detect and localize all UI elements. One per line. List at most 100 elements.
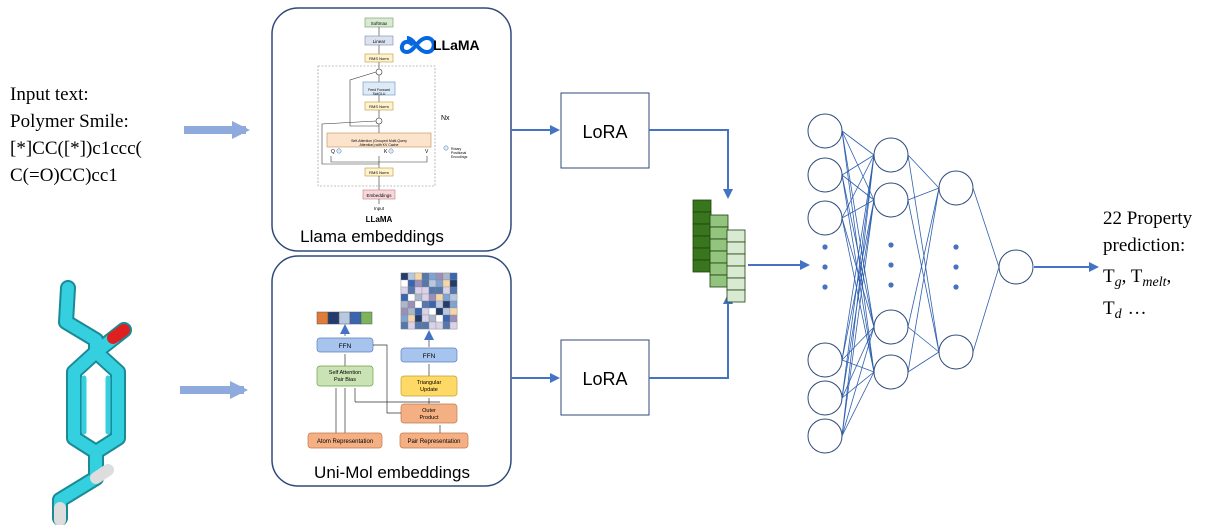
pair-matrix-cells bbox=[400, 272, 458, 330]
network-node bbox=[873, 137, 909, 173]
network-edge bbox=[841, 130, 875, 328]
pair-matrix-cell bbox=[449, 300, 458, 309]
input-text-line-1: Input text: bbox=[10, 84, 89, 105]
network-edge bbox=[841, 154, 875, 361]
output-line-4: Td… bbox=[1103, 298, 1147, 322]
input-text-block: Input text: Polymer Smile: [*]CC([*])c1c… bbox=[10, 84, 142, 186]
pair-matrix-cell bbox=[421, 272, 430, 281]
network-edge bbox=[841, 199, 875, 437]
pair-matrix-cell bbox=[442, 279, 451, 288]
embedding-vector-cell bbox=[726, 277, 746, 291]
pair-matrix-cell bbox=[400, 293, 409, 302]
network-node bbox=[807, 157, 843, 193]
tmelt-base: T bbox=[1131, 266, 1143, 287]
network-node bbox=[873, 354, 909, 390]
ellipsis-dot bbox=[822, 264, 828, 270]
pair-matrix-cell bbox=[407, 272, 416, 281]
llama-rope-k-icon bbox=[388, 148, 394, 154]
pair-matrix-cell bbox=[428, 314, 437, 323]
llama-rms-norm-mid-label: RMS Norm bbox=[369, 104, 389, 109]
pair-matrix-cell bbox=[449, 279, 458, 288]
network-node bbox=[873, 182, 909, 218]
network-edge bbox=[907, 326, 940, 353]
network-edge bbox=[841, 154, 875, 219]
network-edge bbox=[907, 187, 940, 373]
pair-matrix-cell bbox=[435, 307, 444, 316]
ellipsis-dot bbox=[822, 244, 828, 250]
pair-matrix-cell bbox=[442, 293, 451, 302]
pair-matrix-cell bbox=[400, 286, 409, 295]
network-edge bbox=[841, 371, 875, 437]
pair-matrix-cell bbox=[407, 286, 416, 295]
llama-linear-label: Linear bbox=[373, 39, 386, 44]
network-node bbox=[807, 113, 843, 149]
pair-matrix-cell bbox=[407, 321, 416, 330]
network-node bbox=[807, 200, 843, 236]
lora-bottom-to-concat-arrow bbox=[649, 294, 733, 379]
ellipsis-dot bbox=[888, 262, 894, 268]
meta-infinity-icon bbox=[399, 35, 436, 55]
ellipsis-dot bbox=[953, 244, 959, 250]
pair-matrix-cell bbox=[435, 272, 444, 281]
embedding-vector-cell bbox=[726, 241, 746, 255]
network-edge bbox=[841, 217, 875, 328]
pair-matrix-cell bbox=[449, 272, 458, 281]
concatenated-embedding-stack bbox=[692, 199, 746, 303]
pair-matrix-cell bbox=[407, 300, 416, 309]
pair-matrix-cell bbox=[435, 286, 444, 295]
llama-rope-q-icon bbox=[336, 148, 342, 154]
network-edge bbox=[841, 199, 875, 361]
llama-repeat-block bbox=[317, 65, 436, 187]
pair-matrix-cell bbox=[428, 321, 437, 330]
network-edge bbox=[841, 154, 875, 176]
embedding-vector-cell bbox=[692, 235, 712, 249]
llama-box: LLaMA Softmax Linear RMS Norm Nx Feed Fo… bbox=[271, 7, 512, 252]
unimol-ffn-left-label: FFN bbox=[339, 343, 352, 350]
pair-matrix-cell bbox=[428, 293, 437, 302]
ellipsis-dot bbox=[953, 264, 959, 270]
output-line-3: Tg, Tmelt, bbox=[1103, 266, 1171, 290]
pair-matrix-cell bbox=[421, 307, 430, 316]
network-edge bbox=[907, 154, 940, 353]
output-line-1: 22 Property bbox=[1103, 208, 1193, 229]
network-edge bbox=[841, 326, 875, 437]
network-edge bbox=[841, 130, 875, 156]
pair-matrix-cell bbox=[400, 314, 409, 323]
pair-matrix-cell bbox=[421, 293, 430, 302]
pair-matrix-cell bbox=[442, 314, 451, 323]
network-nodes bbox=[807, 113, 1034, 454]
pair-matrix-cell bbox=[442, 286, 451, 295]
network-edge bbox=[841, 359, 875, 373]
tmelt-sub: melt bbox=[1142, 275, 1167, 290]
ellipsis-dot bbox=[953, 284, 959, 290]
embedding-vector-cell bbox=[692, 259, 712, 273]
llama-nx-label: Nx bbox=[441, 115, 450, 122]
embedding-vector-cell bbox=[692, 247, 712, 261]
llama-caption: Llama embeddings bbox=[300, 227, 444, 246]
pair-matrix-cell bbox=[435, 293, 444, 302]
pair-matrix-cell bbox=[400, 307, 409, 316]
unimol-ffn-right-label: FFN bbox=[423, 353, 436, 360]
pair-matrix-cell bbox=[400, 300, 409, 309]
network-edge bbox=[907, 351, 940, 373]
pair-matrix-cell bbox=[407, 314, 416, 323]
td-base: T bbox=[1103, 298, 1115, 319]
ellipsis-dot bbox=[822, 284, 828, 290]
network-edge bbox=[841, 371, 875, 399]
ellipsis-dot bbox=[888, 282, 894, 288]
network-edge bbox=[907, 154, 940, 189]
output-text-block: 22 Property prediction: Tg, Tmelt, Td… bbox=[1103, 208, 1193, 322]
lora-bottom-box bbox=[560, 339, 650, 416]
lora-top-to-concat-arrow bbox=[649, 129, 733, 199]
embedding-vector-cell bbox=[726, 229, 746, 243]
llama-rms-norm-bottom-label: RMS Norm bbox=[369, 170, 389, 175]
pair-matrix-cell bbox=[442, 272, 451, 281]
unimol-atom-repr-label: Atom Representation bbox=[317, 439, 373, 445]
pair-matrix-cell bbox=[421, 279, 430, 288]
pair-matrix-cell bbox=[414, 293, 423, 302]
